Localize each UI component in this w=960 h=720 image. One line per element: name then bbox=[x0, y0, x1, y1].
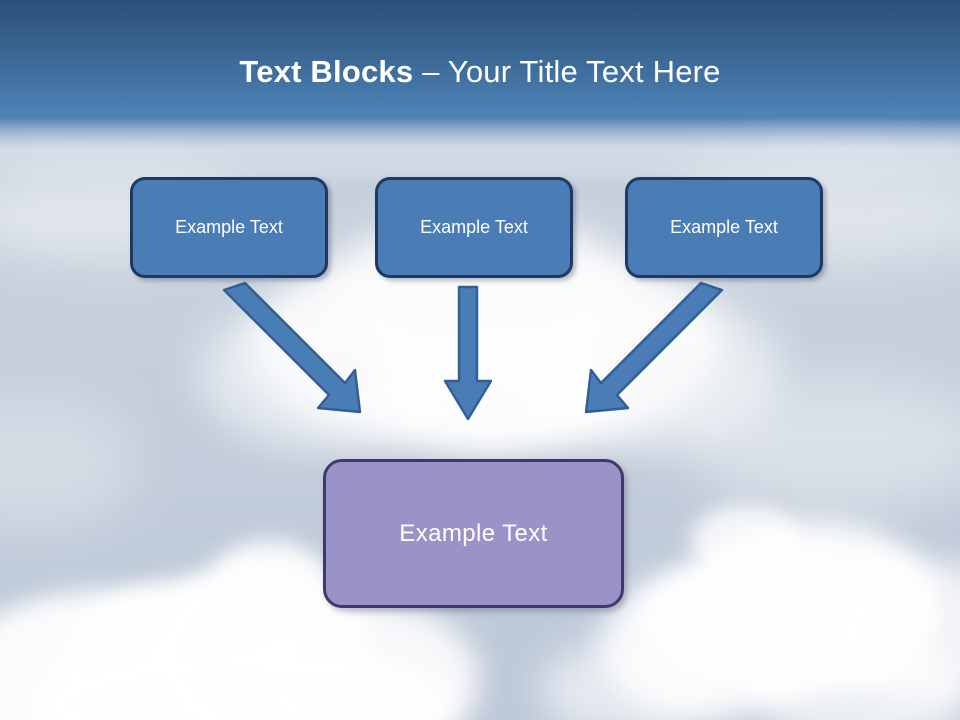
text-block-3[interactable]: Example Text bbox=[625, 177, 823, 278]
arrow-down-icon bbox=[443, 285, 493, 421]
slide-title-bold: Text Blocks bbox=[239, 54, 414, 89]
text-block-1[interactable]: Example Text bbox=[130, 177, 328, 278]
text-block-2-label: Example Text bbox=[420, 217, 528, 237]
cloud-center-5 bbox=[380, 330, 610, 450]
slide-title: Text Blocks – Your Title Text Here bbox=[0, 52, 960, 92]
text-block-3-label: Example Text bbox=[670, 217, 778, 237]
text-block-result-label: Example Text bbox=[399, 519, 548, 547]
cloud-right-faint bbox=[690, 380, 960, 510]
text-block-1-label: Example Text bbox=[175, 217, 283, 237]
arrow-down-left-icon bbox=[584, 281, 724, 414]
text-block-2[interactable]: Example Text bbox=[375, 177, 573, 278]
cloud-bottom-right-6 bbox=[760, 640, 960, 720]
slide-title-regular: – Your Title Text Here bbox=[413, 54, 721, 89]
horizon-haze bbox=[0, 118, 960, 188]
text-block-result[interactable]: Example Text bbox=[323, 459, 624, 608]
arrow-down-right-icon bbox=[222, 281, 362, 414]
